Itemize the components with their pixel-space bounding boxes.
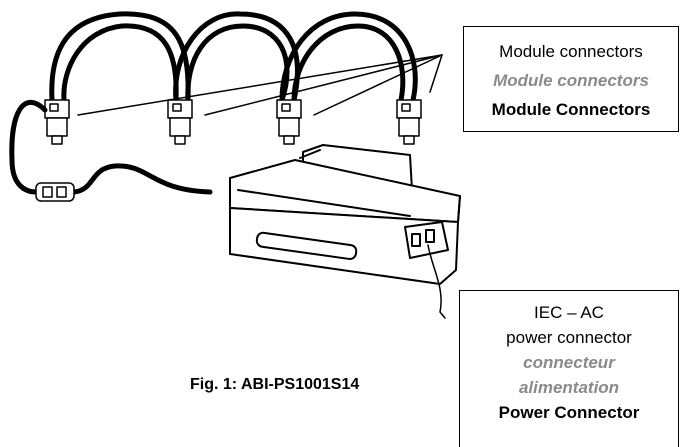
power-connector-label: IEC – AC power connector connecteur alim… [459,290,679,447]
power-leader-line [427,244,446,319]
module-leader-lines [77,54,443,116]
figure-caption: Fig. 1: ABI-PS1001S14 [190,376,360,393]
power-label-fr2: alimentation [518,378,620,397]
module-connector-2 [167,99,193,145]
main-cable [9,99,213,195]
module-label-bold: Module Connectors [491,100,651,119]
power-label-fr1: connecteur [523,353,615,372]
inline-plug [35,182,75,202]
power-supply-unit [229,144,461,285]
module-connector-3 [276,99,302,145]
cable-loops [49,11,418,103]
module-label-en: Module connectors [499,42,643,61]
module-connector-4 [396,99,422,145]
power-label-line2: power connector [506,328,632,347]
module-label-fr: Module connectors [493,71,649,90]
power-label-bold: Power Connector [498,403,640,422]
module-connector-1 [44,99,70,145]
iec-socket [404,221,449,259]
module-connectors-label: Module connectors Module connectors Modu… [463,26,679,132]
power-label-line1: IEC – AC [534,303,604,322]
